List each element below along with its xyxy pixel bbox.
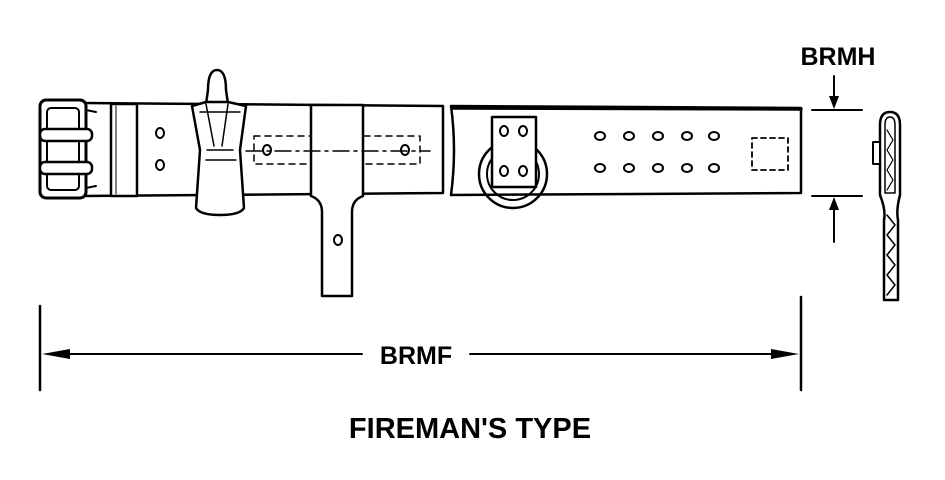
tool-hanger xyxy=(309,103,365,298)
buckle xyxy=(38,98,97,200)
d-ring xyxy=(477,115,549,210)
diagram-caption: FIREMAN'S TYPE xyxy=(349,413,591,445)
belt-left-segment xyxy=(82,101,445,198)
hidden-keeper xyxy=(751,137,789,171)
buckle-holes xyxy=(155,127,165,171)
adjustment-holes xyxy=(594,131,720,173)
height-label: BRMH xyxy=(801,43,876,71)
belt-cross-section xyxy=(872,110,902,302)
length-dimension xyxy=(38,295,803,392)
height-dimension xyxy=(811,75,863,243)
buckle-keeper xyxy=(109,102,139,198)
length-label: BRMF xyxy=(380,342,452,370)
snap-hook xyxy=(190,68,248,217)
